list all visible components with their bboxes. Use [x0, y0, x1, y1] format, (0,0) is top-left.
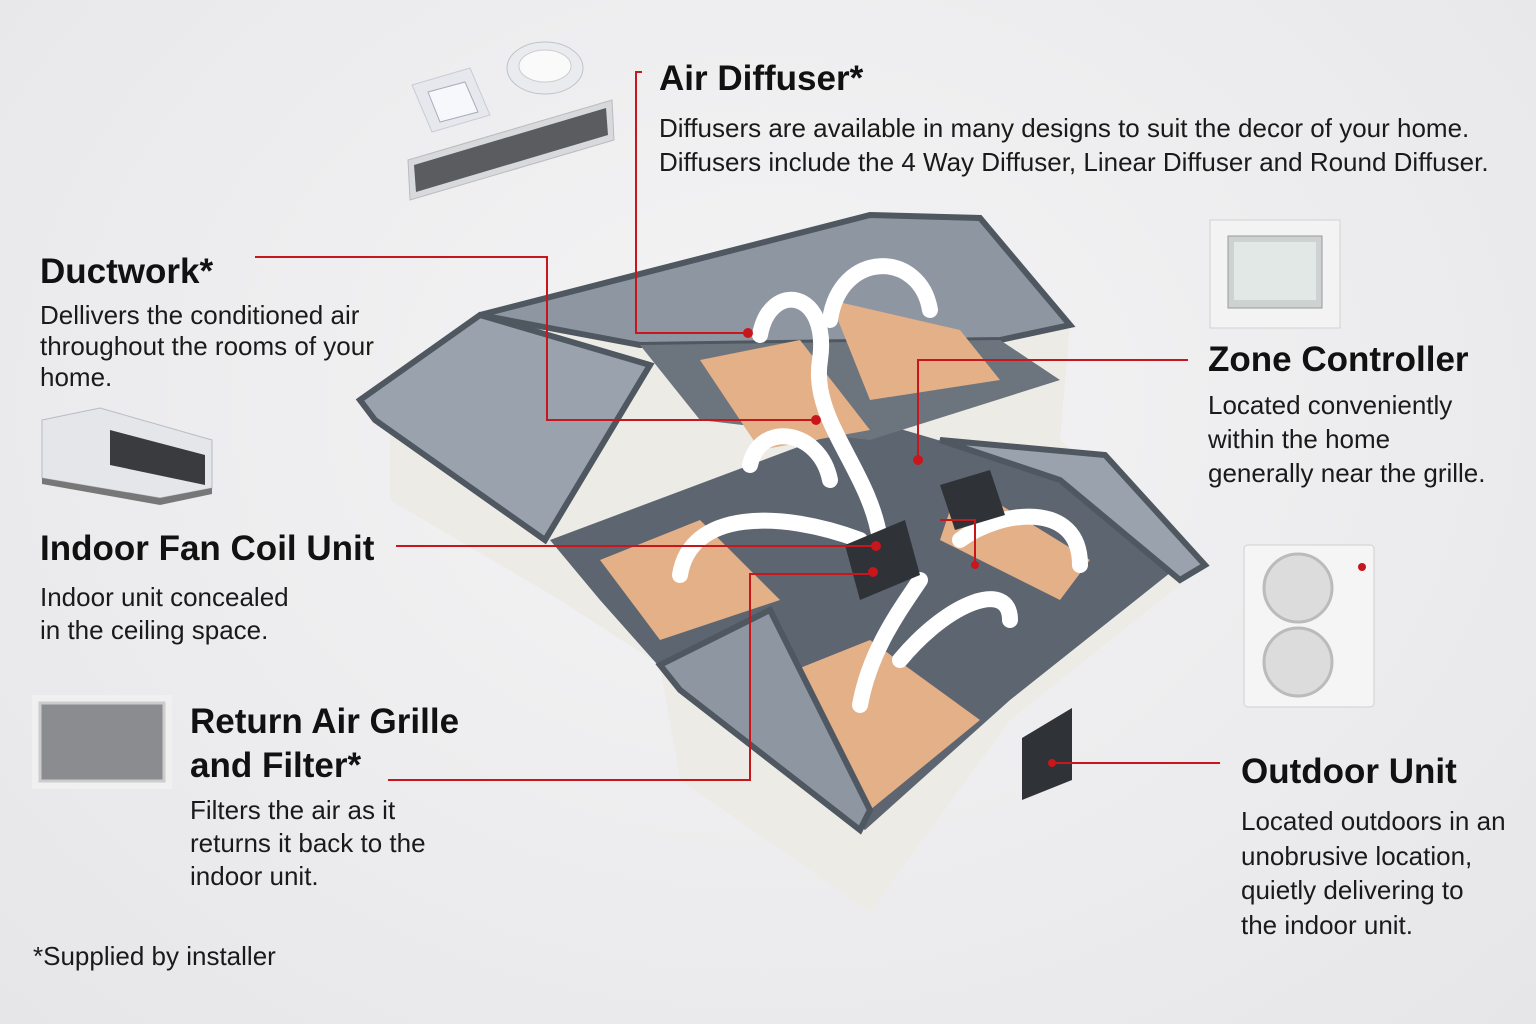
- zone-controller-desc-line: generally near the grille.: [1208, 458, 1486, 488]
- outdoor-unit-title: Outdoor Unit: [1241, 752, 1457, 791]
- outdoor-unit-desc-line: Located outdoors in an: [1241, 806, 1506, 836]
- return-air-grille-desc-line: indoor unit.: [190, 861, 319, 891]
- return-air-grille-title: Return Air Grille and Filter*: [190, 700, 459, 788]
- ductwork-desc-line: Dellivers the conditioned air: [40, 300, 360, 330]
- air-diffuser-title: Air Diffuser*: [659, 59, 864, 98]
- air-diffuser-desc-line: Diffusers are available in many designs …: [659, 113, 1470, 143]
- house-cutaway: [355, 211, 1210, 912]
- outdoor-unit-desc-line: unobrusive location,: [1241, 840, 1473, 871]
- ductwork-title: Ductwork*: [40, 252, 214, 291]
- return-air-grille-title-line: and Filter*: [190, 746, 362, 785]
- zone-controller-callout: Zone Controller Located conveniently wit…: [1208, 338, 1486, 490]
- ductwork-desc-line: throughout the rooms of your: [40, 331, 374, 361]
- ductwork-callout: Ductwork* Dellivers the conditioned air …: [40, 250, 374, 393]
- zone-controller-image: [1209, 219, 1341, 329]
- zone-controller-desc-line: within the home: [1208, 424, 1391, 454]
- callout-lines: [255, 71, 1220, 781]
- indoor-fan-coil-desc-line: in the ceiling space.: [40, 615, 269, 645]
- air-diffuser-callout: Air Diffuser* Diffusers are available in…: [659, 57, 1489, 179]
- return-air-grille-callout: Return Air Grille and Filter* Filters th…: [190, 700, 459, 893]
- outdoor-unit-desc-line: the indoor unit.: [1241, 909, 1414, 940]
- return-air-grille-desc-line: Filters the air as it: [190, 795, 396, 825]
- return-air-grille-title-line: Return Air Grille: [190, 702, 460, 741]
- ductwork-desc-line: home.: [40, 362, 113, 392]
- indoor-fan-coil-title: Indoor Fan Coil Unit: [40, 529, 375, 568]
- indoor-unit-image: [41, 407, 213, 505]
- footnote: *Supplied by installer: [33, 941, 276, 971]
- outdoor-unit-image: [1243, 544, 1375, 708]
- outdoor-unit-desc-line: quietly delivering to: [1241, 875, 1464, 905]
- indoor-fan-coil-desc-line: Indoor unit concealed: [40, 582, 289, 612]
- air-diffuser-desc-line: Diffusers include the 4 Way Diffuser, Li…: [659, 147, 1489, 177]
- diffuser-products-image: [407, 41, 615, 201]
- zone-controller-desc-line: Located conveniently: [1208, 390, 1453, 420]
- zone-controller-title: Zone Controller: [1208, 340, 1469, 379]
- return-air-grille-desc-line: returns it back to the: [190, 828, 426, 858]
- return-grille-image: [32, 695, 172, 789]
- indoor-fan-coil-callout: Indoor Fan Coil Unit Indoor unit conceal…: [40, 527, 374, 647]
- outdoor-unit-callout: Outdoor Unit Located outdoors in an unob…: [1241, 750, 1506, 942]
